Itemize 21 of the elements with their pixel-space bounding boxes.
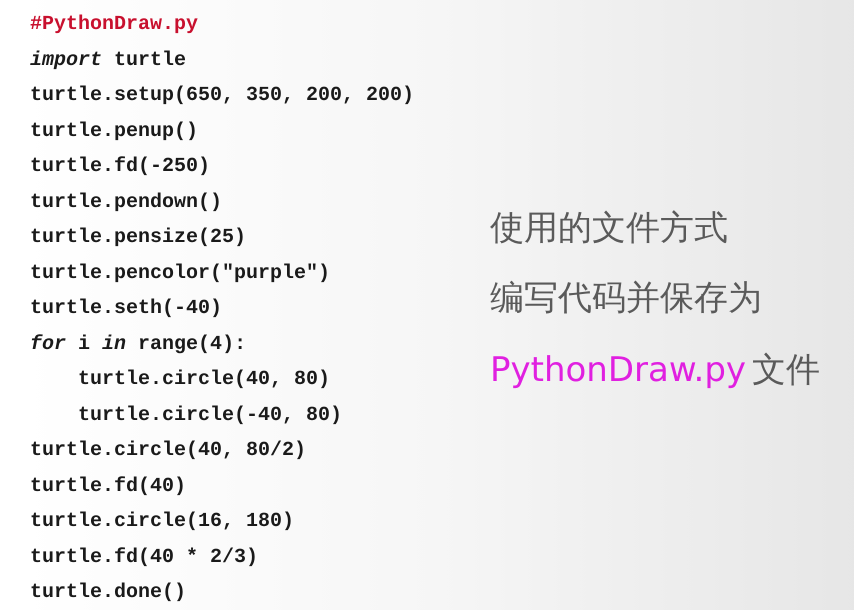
code-line: turtle.circle(-40, 80) [77,404,342,428]
file-name: PythonDraw.py [490,349,746,391]
code-line: turtle.circle(16, 180) [30,510,294,534]
description-text: 使用的文件方式 [490,207,728,249]
code-line: turtle.fd(40 * 2/3) [30,546,258,570]
code-line: turtle.circle(40, 80/2) [30,439,306,463]
description-text: 编写代码并保存为 [490,277,762,319]
code-line: turtle.pendown() [30,190,222,214]
code-line: turtle.penup() [30,120,198,144]
code-line: turtle.pencolor("purple") [30,262,330,286]
code-line: turtle.pensize(25) [30,226,246,250]
code-comment: #PythonDraw.py [30,13,198,37]
code-line: turtle.setup(650, 350, 200, 200) [30,84,414,108]
code-line: turtle.circle(40, 80) [77,368,330,392]
code-line: turtle.done() [30,581,186,605]
code-line: for i in range(4): [30,332,246,356]
description-text: 文件 [752,349,820,391]
code-line: turtle.fd(-250) [30,155,210,179]
code-line: turtle.fd(40) [30,474,186,498]
code-line: turtle.seth(-40) [30,297,222,321]
code-line: import turtle [30,48,186,72]
